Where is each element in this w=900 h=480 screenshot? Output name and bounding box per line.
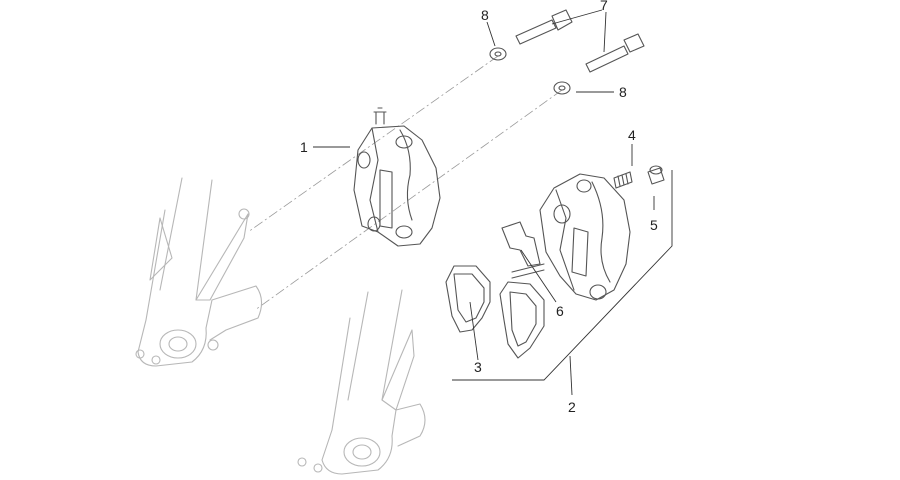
callout-3: 3 [474, 359, 482, 375]
brake-caliper-1 [353, 107, 441, 247]
caliper-bolt-7a [515, 9, 573, 45]
caliper-bolt-7b [585, 33, 645, 73]
brake-pad-3a [445, 265, 491, 333]
callout-1: 1 [300, 139, 308, 155]
assembly-bracket-2 [452, 170, 673, 396]
callout-8a: 8 [481, 7, 489, 23]
brake-caliper-2 [539, 173, 631, 301]
leader-lines [313, 9, 655, 361]
bleed-screw-4 [613, 171, 633, 189]
callout-8b: 8 [619, 84, 627, 100]
callout-7: 7 [600, 0, 608, 13]
washer-8b [553, 81, 571, 95]
callout-6: 6 [556, 303, 564, 319]
callout-4: 4 [628, 127, 636, 143]
washer-8a [489, 47, 507, 61]
fork-leg-right [297, 289, 426, 475]
pad-spring-6 [501, 221, 545, 279]
bleed-cap-5 [647, 165, 665, 185]
callout-5: 5 [650, 217, 658, 233]
fork-leg-left [135, 177, 263, 367]
callout-2: 2 [568, 399, 576, 415]
brake-pad-3b [499, 281, 545, 359]
alignment-lines [247, 55, 563, 311]
